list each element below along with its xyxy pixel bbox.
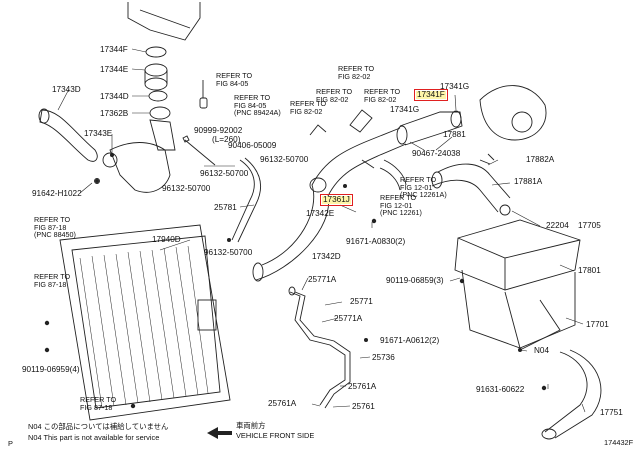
part-label[interactable]: (L=260): [212, 135, 241, 144]
part-label-highlighted[interactable]: 17341F: [414, 88, 448, 102]
refer-note[interactable]: REFER TO FIG 82-02: [338, 64, 375, 81]
part-label[interactable]: 25771A: [334, 314, 363, 323]
part-label[interactable]: 17341G: [440, 82, 470, 91]
part-label[interactable]: 17344E: [100, 65, 129, 74]
part-label[interactable]: 17940D: [152, 235, 181, 244]
part-label[interactable]: 90467-24038: [412, 149, 461, 158]
part-label[interactable]: 17882A: [526, 155, 555, 164]
refer-note[interactable]: REFER TO FIG 87-18 (PNC 88450): [34, 215, 76, 240]
part-label[interactable]: 17343E: [84, 129, 113, 138]
note-jp: N04 この部品については補給していません: [28, 422, 169, 431]
part-label[interactable]: 17342D: [312, 252, 341, 261]
part-label[interactable]: 96132-50700: [204, 248, 253, 257]
part-label[interactable]: 17342E: [306, 209, 335, 218]
part-label[interactable]: 90119-06859(3): [386, 276, 444, 285]
part-label[interactable]: 25761: [352, 402, 375, 411]
refer-note[interactable]: REFER TO FIG 84-05 (PNC 89424A): [234, 93, 281, 118]
refer-note[interactable]: REFER TO FIG 87-18: [34, 272, 71, 289]
part-label[interactable]: 91671-A0612(2): [380, 336, 440, 345]
figure-id: 174432F: [604, 438, 634, 447]
refer-note[interactable]: REFER TO FIG 84-05: [216, 71, 253, 88]
part-label[interactable]: 17801: [578, 266, 601, 275]
part-label[interactable]: 25771A: [308, 275, 337, 284]
front-label-en: VEHICLE FRONT SIDE: [236, 431, 315, 440]
part-label[interactable]: 25761A: [348, 382, 377, 391]
part-label[interactable]: 17344D: [100, 92, 129, 101]
part-label[interactable]: 96132-50700: [260, 155, 309, 164]
part-label[interactable]: 17362B: [100, 109, 129, 118]
part-label[interactable]: 96132-50700: [200, 169, 249, 178]
part-label[interactable]: 17344F: [100, 45, 128, 54]
refer-note[interactable]: REFER TO FIG 82-02: [290, 99, 327, 116]
part-label[interactable]: 25761A: [268, 399, 297, 408]
part-label[interactable]: 25781: [214, 203, 237, 212]
part-label[interactable]: 17705: [578, 221, 601, 230]
part-label[interactable]: 96132-50700: [162, 184, 211, 193]
refer-note[interactable]: REFER TO FIG 12-01 (PNC 12261): [380, 193, 422, 218]
corner-p: P: [8, 439, 13, 448]
note-en: N04 This part is not available for servi…: [28, 433, 160, 442]
part-label[interactable]: 17701: [586, 320, 609, 329]
part-label[interactable]: 17881A: [514, 177, 543, 186]
part-label[interactable]: 17341G: [390, 105, 420, 114]
refer-note[interactable]: REFER TO FIG 87-18: [80, 395, 117, 412]
front-label-jp: 車両前方: [236, 421, 266, 430]
part-label[interactable]: 90999-92002: [194, 126, 243, 135]
part-label[interactable]: 17751: [600, 408, 623, 417]
part-label[interactable]: 91642-H1022: [32, 189, 82, 198]
part-label[interactable]: 22204: [546, 221, 569, 230]
refer-note[interactable]: REFER TO FIG 12-01 (PNC 12261A): [400, 175, 447, 200]
refer-note[interactable]: REFER TO FIG 82-02: [316, 87, 353, 104]
part-label[interactable]: 90406-05009: [228, 141, 277, 150]
part-label[interactable]: 90119-06959(4): [22, 365, 80, 374]
part-label-highlighted[interactable]: 17361J: [320, 193, 353, 207]
part-label[interactable]: 17881: [443, 130, 466, 139]
part-label[interactable]: N04: [534, 346, 550, 355]
part-label[interactable]: 17343D: [52, 85, 81, 94]
refer-note[interactable]: REFER TO FIG 82-02: [364, 87, 401, 104]
part-label[interactable]: 25736: [372, 353, 395, 362]
part-label[interactable]: 91631-60622: [476, 385, 525, 394]
part-label[interactable]: 25771: [350, 297, 373, 306]
part-label[interactable]: 91671-A0830(2): [346, 237, 406, 246]
